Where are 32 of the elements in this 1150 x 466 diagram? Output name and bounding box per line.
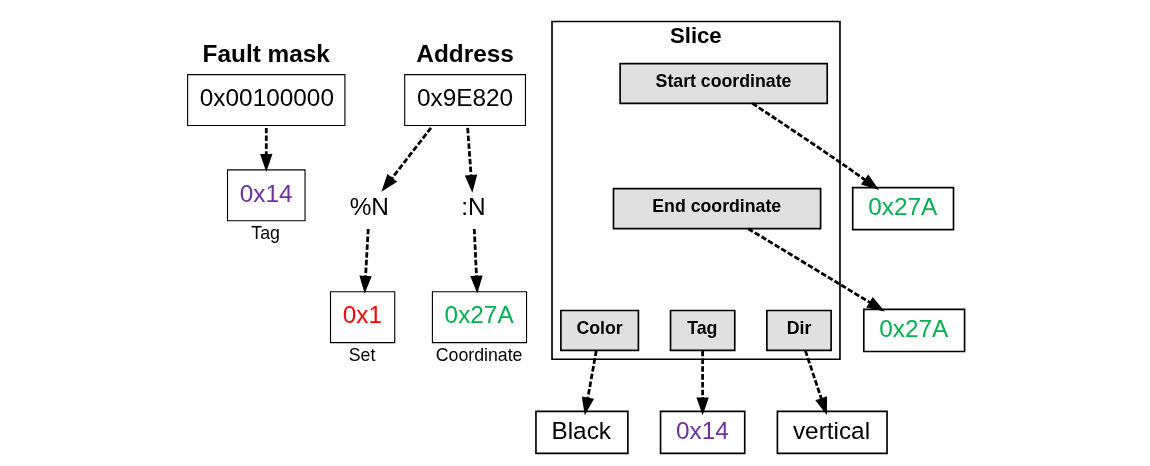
arrow	[747, 227, 885, 312]
node-label: Coordinate	[435, 345, 523, 366]
node-text: :N	[461, 192, 486, 220]
arrow	[381, 127, 433, 192]
node-box: Start coordinate	[619, 62, 829, 105]
node-box: 0x27A	[862, 308, 966, 353]
node-box: 0x00100000	[187, 74, 346, 127]
node-label: Set	[348, 345, 376, 366]
node-box: 0x9E820	[404, 74, 526, 127]
node-box: Tag	[669, 309, 736, 352]
node-label: Tag	[251, 223, 280, 244]
node-box: 0x14	[226, 169, 306, 222]
node-box: 0x14	[659, 410, 746, 455]
node-box: vertical	[776, 410, 888, 455]
node-box: 0x27A	[431, 291, 528, 344]
node-box: 0x27A	[851, 186, 955, 231]
arrow	[260, 127, 273, 172]
arrow	[464, 127, 478, 193]
node-label: Address	[416, 40, 514, 67]
node-box: Color	[560, 309, 640, 352]
arrow	[581, 350, 598, 416]
arrow	[470, 228, 483, 294]
arrow	[359, 228, 372, 294]
node-text: %N	[349, 192, 389, 220]
arrow	[804, 350, 828, 416]
node-box: Black	[535, 410, 629, 455]
node-box: 0x1	[329, 291, 396, 344]
node-label: Fault mask	[202, 40, 330, 67]
node-box: Dir	[766, 309, 832, 352]
arrow	[751, 102, 880, 190]
arrow	[696, 350, 709, 416]
node-box: End coordinate	[612, 187, 822, 230]
